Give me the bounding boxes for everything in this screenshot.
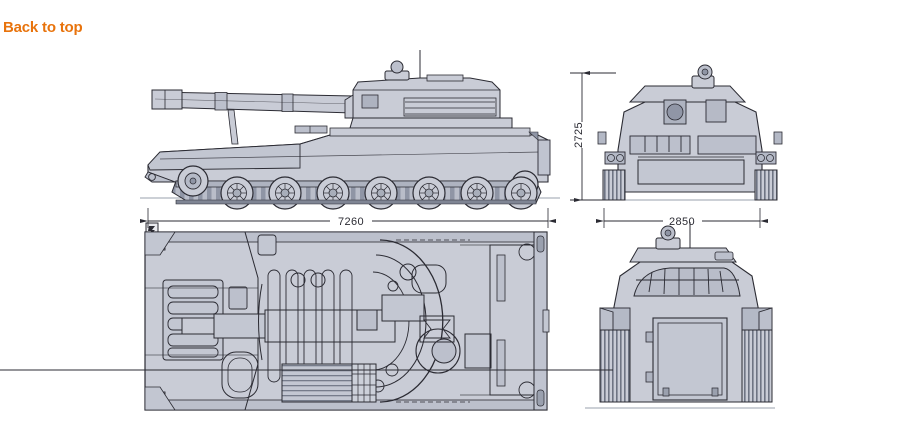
gun-barrel [151, 89, 354, 145]
dimension-length-7260: 7260 [139, 208, 557, 228]
hull [144, 125, 551, 183]
rear-view-group [0, 222, 775, 409]
turret [344, 50, 513, 129]
plan-view-group [144, 231, 550, 411]
running-gear [171, 165, 542, 210]
front-view-group [585, 64, 783, 201]
dimension-height-2725: 2725 [570, 70, 616, 203]
side-view-group [140, 50, 560, 241]
dimension-width-2850: 2850 [595, 208, 769, 228]
dimension-width-label: 2850 [669, 216, 695, 228]
dimension-height-label: 2725 [573, 122, 585, 148]
dimension-length-label: 7260 [338, 216, 364, 228]
back-to-top-link[interactable]: Back to top [3, 19, 83, 36]
blueprint-figure: 2725 7260 2850 [0, 40, 913, 431]
